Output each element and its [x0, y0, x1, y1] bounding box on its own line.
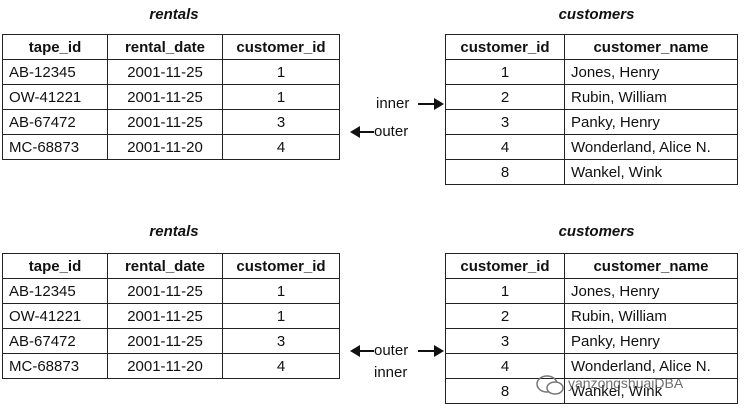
table-cell: 2001-11-25 — [107, 59, 223, 85]
arrow-right-icon — [418, 345, 444, 357]
top-inner-label: inner — [376, 95, 410, 112]
table-cell: Wankel, Wink — [564, 159, 738, 185]
top-rentals-table: tape_id rental_date customer_id AB-12345… — [2, 34, 340, 160]
table-cell: 2001-11-25 — [107, 109, 223, 135]
bottom-rentals-table: tape_id rental_date customer_id AB-12345… — [2, 253, 340, 379]
table-cell: 1 — [222, 59, 340, 85]
column-header: tape_id — [2, 34, 108, 60]
table-cell: 1 — [222, 278, 340, 304]
table-cell: MC-68873 — [2, 353, 108, 379]
arrow-right-icon — [418, 98, 444, 110]
table-cell: Rubin, William — [564, 84, 738, 110]
table-cell: Panky, Henry — [564, 109, 738, 135]
table-cell: AB-67472 — [2, 109, 108, 135]
table-cell: 2001-11-25 — [107, 278, 223, 304]
table-cell: 3 — [445, 328, 565, 354]
table-cell: AB-12345 — [2, 59, 108, 85]
table-cell: 8 — [445, 159, 565, 185]
table-cell: Wankel, Wink — [564, 378, 738, 404]
table-cell: 3 — [445, 109, 565, 135]
bottom-inner-label: inner — [374, 364, 408, 381]
top-rentals-caption: rentals — [149, 6, 199, 23]
bottom-customers-caption: customers — [558, 223, 635, 240]
table-cell: 1 — [222, 303, 340, 329]
table-cell: Wonderland, Alice N. — [564, 353, 738, 379]
column-header: rental_date — [107, 253, 223, 279]
table-cell: 8 — [445, 378, 565, 404]
column-header: customer_id — [445, 253, 565, 279]
arrow-left-icon — [350, 126, 374, 138]
bottom-rentals-caption: rentals — [149, 223, 199, 240]
table-cell: 4 — [222, 353, 340, 379]
top-customers-caption: customers — [558, 6, 635, 23]
table-cell: 4 — [445, 134, 565, 160]
table-cell: Wonderland, Alice N. — [564, 134, 738, 160]
column-header: customer_id — [445, 34, 565, 60]
table-cell: AB-12345 — [2, 278, 108, 304]
table-header-row: tape_id rental_date customer_id — [2, 253, 340, 279]
table-cell: 3 — [222, 328, 340, 354]
wechat-icon — [536, 375, 564, 395]
column-header: customer_id — [222, 34, 340, 60]
table-cell: 1 — [222, 84, 340, 110]
table-header-row: customer_id customer_name — [445, 253, 738, 279]
column-header: rental_date — [107, 34, 223, 60]
table-cell: 2 — [445, 303, 565, 329]
column-header: customer_name — [564, 34, 738, 60]
table-cell: 3 — [222, 109, 340, 135]
table-cell: Jones, Henry — [564, 59, 738, 85]
table-cell: 2 — [445, 84, 565, 110]
column-header: customer_name — [564, 253, 738, 279]
table-cell: 4 — [222, 134, 340, 160]
watermark-text: yanzongshuaiDBA — [568, 375, 684, 391]
column-header: customer_id — [222, 253, 340, 279]
table-cell: 2001-11-20 — [107, 353, 223, 379]
table-header-row: tape_id rental_date customer_id — [2, 34, 340, 60]
table-cell: MC-68873 — [2, 134, 108, 160]
table-cell: 1 — [445, 278, 565, 304]
column-header: tape_id — [2, 253, 108, 279]
table-cell: 2001-11-20 — [107, 134, 223, 160]
table-cell: AB-67472 — [2, 328, 108, 354]
table-header-row: customer_id customer_name — [445, 34, 738, 60]
table-cell: Jones, Henry — [564, 278, 738, 304]
table-cell: OW-41221 — [2, 303, 108, 329]
table-cell: Rubin, William — [564, 303, 738, 329]
table-cell: 2001-11-25 — [107, 328, 223, 354]
table-cell: 2001-11-25 — [107, 84, 223, 110]
table-cell: Panky, Henry — [564, 328, 738, 354]
table-cell: OW-41221 — [2, 84, 108, 110]
bottom-outer-label: outer — [374, 342, 409, 359]
top-outer-label: outer — [374, 123, 409, 140]
table-cell: 2001-11-25 — [107, 303, 223, 329]
table-cell: 1 — [445, 59, 565, 85]
arrow-left-icon — [350, 345, 374, 357]
